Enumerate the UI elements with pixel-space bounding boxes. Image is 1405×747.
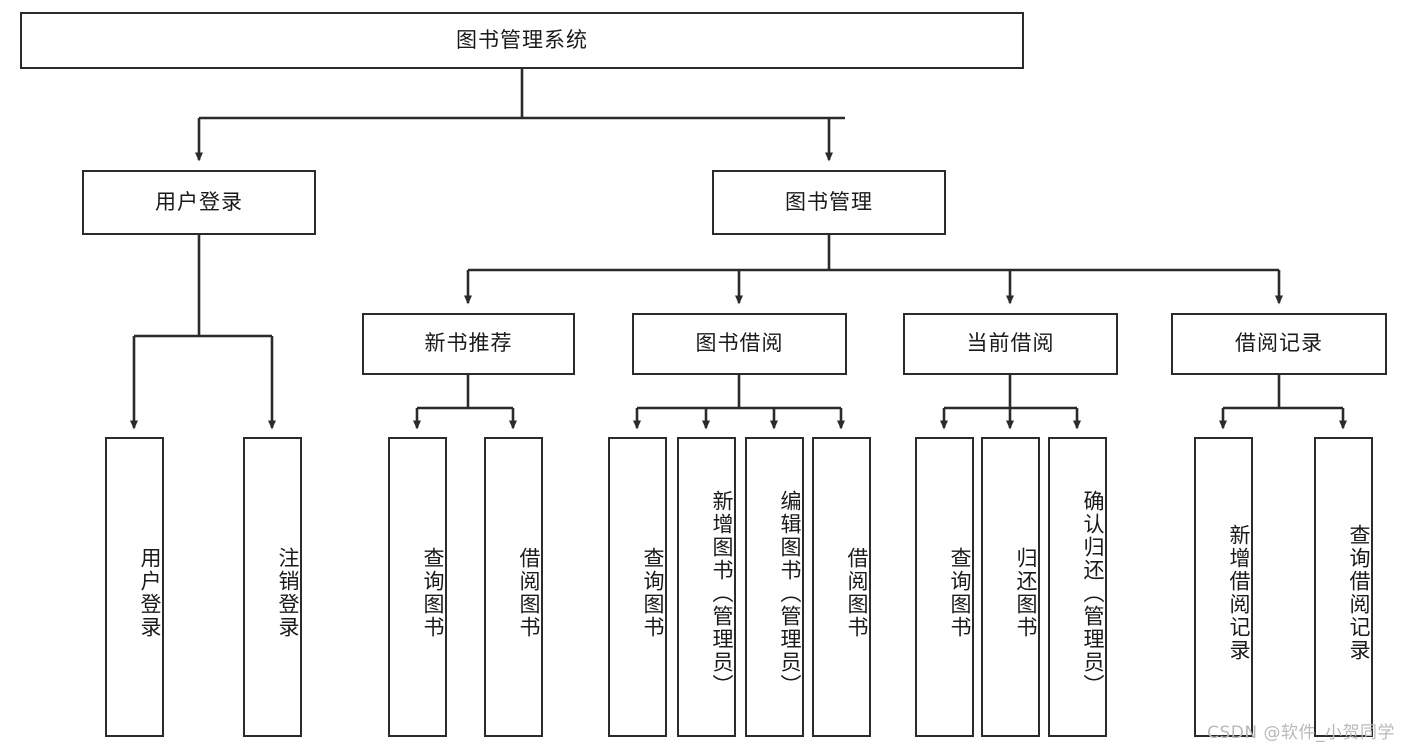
node-borrow-record-label: 借阅记录 bbox=[1235, 331, 1323, 356]
node-current-borrow-label: 当前借阅 bbox=[966, 331, 1055, 356]
node-leaf-confirm-return[interactable]: 确认归还（管理员） bbox=[1048, 437, 1107, 737]
node-leaf-edit-book[interactable]: 编辑图书（管理员） bbox=[745, 437, 804, 737]
node-leaf-query-borrow-record-label: 查询借阅记录 bbox=[1347, 524, 1371, 662]
node-leaf-return-book[interactable]: 归还图书 bbox=[981, 437, 1040, 737]
node-leaf-user-logout[interactable]: 注销登录 bbox=[243, 437, 302, 737]
node-leaf-query-book-1-label: 查询图书 bbox=[421, 547, 445, 639]
node-new-book-recommend-label: 新书推荐 bbox=[424, 331, 513, 356]
node-user-login[interactable]: 用户登录 bbox=[82, 170, 316, 235]
node-book-borrow[interactable]: 图书借阅 bbox=[632, 313, 847, 375]
node-leaf-borrow-book-2-label: 借阅图书 bbox=[845, 547, 869, 639]
node-leaf-borrow-book-1[interactable]: 借阅图书 bbox=[484, 437, 543, 737]
node-book-borrow-label: 图书借阅 bbox=[695, 331, 784, 356]
node-root-label: 图书管理系统 bbox=[456, 27, 588, 52]
node-leaf-edit-book-label: 编辑图书（管理员） bbox=[778, 489, 802, 697]
node-leaf-add-book-label: 新增图书（管理员） bbox=[710, 489, 734, 697]
node-leaf-query-book-3[interactable]: 查询图书 bbox=[915, 437, 974, 737]
watermark: CSDN @软件_小贺同学 bbox=[1207, 723, 1395, 743]
node-user-login-label: 用户登录 bbox=[155, 189, 243, 214]
node-leaf-add-borrow-record-label: 新增借阅记录 bbox=[1227, 524, 1251, 662]
node-new-book-recommend[interactable]: 新书推荐 bbox=[362, 313, 575, 375]
node-leaf-add-borrow-record[interactable]: 新增借阅记录 bbox=[1194, 437, 1253, 737]
node-leaf-return-book-label: 归还图书 bbox=[1014, 547, 1038, 639]
node-root[interactable]: 图书管理系统 bbox=[20, 12, 1024, 69]
node-book-manage-label: 图书管理 bbox=[785, 189, 873, 214]
node-current-borrow[interactable]: 当前借阅 bbox=[903, 313, 1118, 375]
node-leaf-add-book[interactable]: 新增图书（管理员） bbox=[677, 437, 736, 737]
node-book-manage[interactable]: 图书管理 bbox=[712, 170, 946, 235]
node-leaf-confirm-return-label: 确认归还（管理员） bbox=[1081, 489, 1105, 697]
node-leaf-user-login[interactable]: 用户登录 bbox=[105, 437, 164, 737]
node-leaf-user-login-label: 用户登录 bbox=[138, 547, 162, 639]
node-leaf-query-book-2[interactable]: 查询图书 bbox=[608, 437, 667, 737]
node-leaf-query-book-1[interactable]: 查询图书 bbox=[388, 437, 447, 737]
node-leaf-query-book-2-label: 查询图书 bbox=[641, 547, 665, 639]
node-leaf-borrow-book-1-label: 借阅图书 bbox=[517, 547, 541, 639]
node-leaf-user-logout-label: 注销登录 bbox=[276, 547, 300, 639]
node-borrow-record[interactable]: 借阅记录 bbox=[1171, 313, 1387, 375]
node-leaf-query-borrow-record[interactable]: 查询借阅记录 bbox=[1314, 437, 1373, 737]
node-leaf-borrow-book-2[interactable]: 借阅图书 bbox=[812, 437, 871, 737]
node-leaf-query-book-3-label: 查询图书 bbox=[948, 547, 972, 639]
